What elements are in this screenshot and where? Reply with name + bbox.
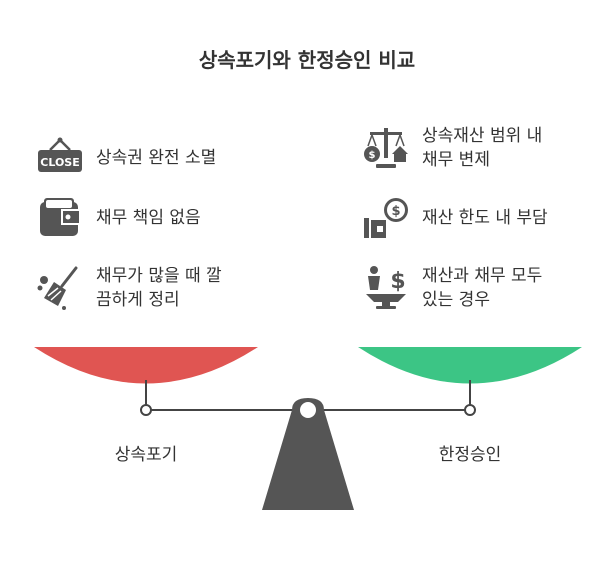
diagram-title: 상속포기와 한정승인 비교: [198, 48, 416, 72]
left-item-2-text: 채무 책임 없음: [96, 208, 201, 228]
close-sign-icon: CLOSE: [36, 134, 84, 182]
person-money-scale-icon: $: [362, 264, 410, 312]
broom-icon: [36, 264, 84, 312]
left-item-2: 채무 책임 없음: [36, 194, 256, 242]
left-pivot: [140, 404, 152, 416]
left-item-3: 채무가 많을 때 깔 끔하게 정리: [36, 264, 256, 312]
right-item-2-text: 재산 한도 내 부담: [422, 208, 548, 228]
right-side-label: 한정승인: [438, 445, 502, 465]
right-item-2: $ 재산 한도 내 부담: [362, 194, 582, 242]
right-item-3: $ 재산과 채무 모두 있는 경우: [362, 264, 582, 312]
right-item-3-text: 재산과 채무 모두 있는 경우: [422, 266, 543, 310]
scale-fulcrum: [262, 398, 354, 510]
left-item-1: CLOSE 상속권 완전 소멸: [36, 134, 256, 182]
right-pivot: [464, 404, 476, 416]
right-item-1-text: 상속재산 범위 내 채무 변제: [422, 126, 543, 170]
left-item-1-text: 상속권 완전 소멸: [96, 148, 217, 168]
hand-coin-icon: $: [362, 194, 410, 242]
left-pan: [34, 347, 258, 384]
right-pan: [358, 347, 582, 384]
fulcrum-pivot: [300, 402, 316, 418]
balance-money-icon: $: [362, 124, 410, 172]
svg-text:$: $: [369, 150, 376, 161]
right-item-1: $ 상속재산 범위 내 채무 변제: [362, 124, 582, 172]
svg-text:$: $: [390, 269, 405, 294]
left-item-3-text: 채무가 많을 때 깔 끔하게 정리: [96, 266, 222, 310]
wallet-icon: [36, 194, 84, 242]
svg-text:CLOSE: CLOSE: [40, 156, 79, 169]
svg-text:$: $: [391, 204, 400, 219]
left-side-label: 상속포기: [114, 445, 178, 465]
